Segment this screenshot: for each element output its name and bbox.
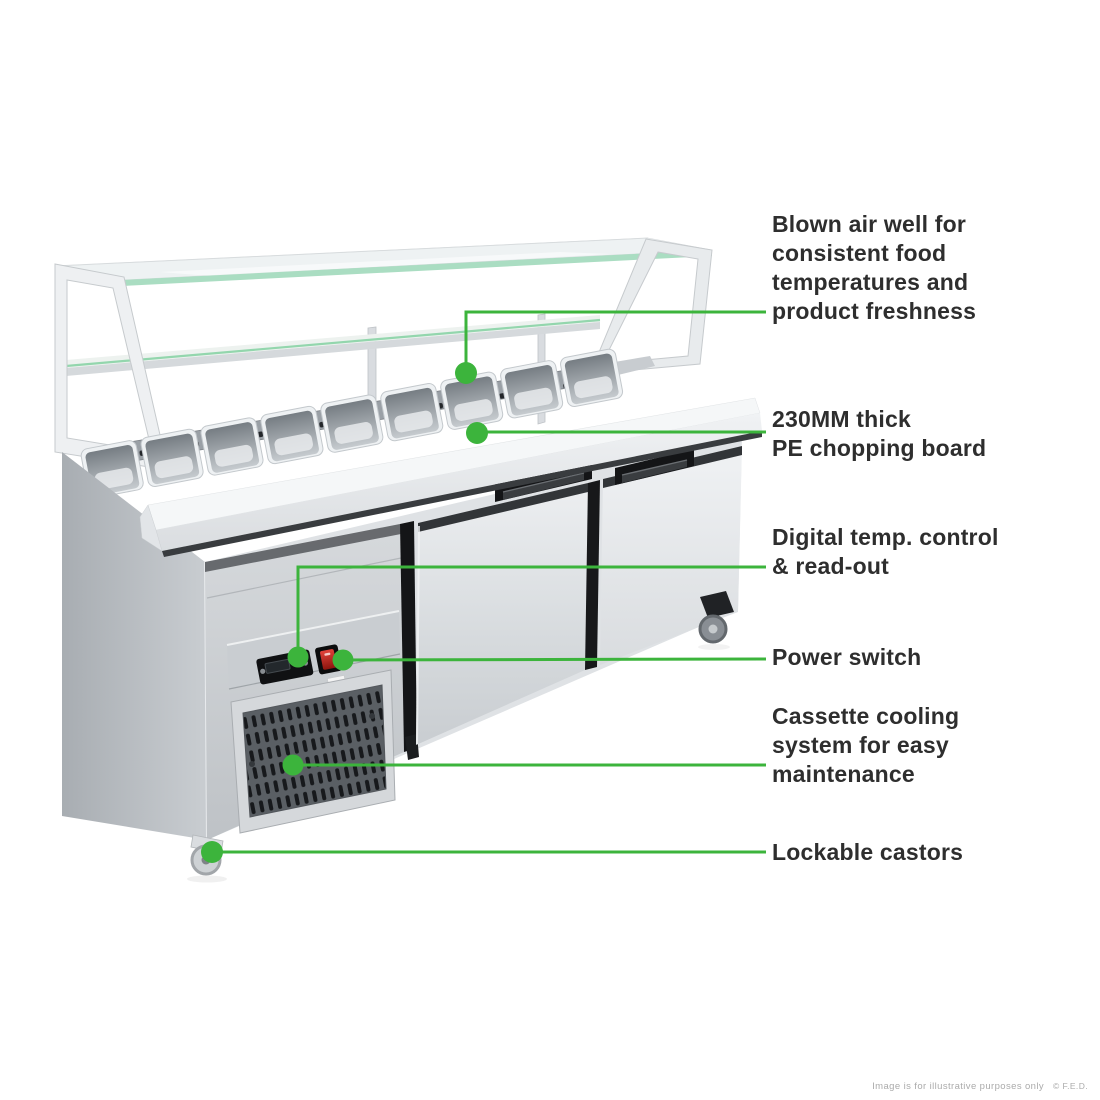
door-gap <box>400 521 417 752</box>
callout-label-power-switch: Power switch <box>772 644 922 670</box>
glass-top <box>54 237 713 286</box>
air-well <box>79 347 655 500</box>
callout-lockable-castors <box>201 841 766 863</box>
cooling-grille <box>230 669 396 834</box>
castor-rear <box>698 591 734 650</box>
copyright-text: © F.E.D. <box>1053 1081 1088 1091</box>
disclaimer-text: Image is for illustrative purposes only <box>872 1081 1045 1092</box>
callout-temp-control <box>287 565 766 668</box>
door-handle <box>615 449 694 485</box>
door-gap <box>585 480 600 670</box>
callout-blown-air-well <box>455 310 766 384</box>
door-foot <box>405 734 419 760</box>
callout-lines <box>201 310 767 863</box>
door-left <box>416 461 592 745</box>
callout-chopping-board <box>466 422 766 444</box>
callout-label-cassette-cooling: Cassette cooling system for easy mainten… <box>772 703 960 787</box>
callout-label-temp-control: Digital temp. control & read-out <box>772 524 999 579</box>
callout-power-switch <box>332 649 767 671</box>
cabinet <box>62 397 762 883</box>
footer-disclaimer: Image is for illustrative purposes only ©… <box>872 1081 1088 1092</box>
callout-cassette-cooling <box>282 754 766 776</box>
callout-label-chopping-board: 230MM thick PE chopping board <box>772 406 987 461</box>
callout-label-lockable-castors: Lockable castors <box>772 839 964 865</box>
callout-label-blown-air-well: Blown air well for consistent food tempe… <box>772 211 977 324</box>
